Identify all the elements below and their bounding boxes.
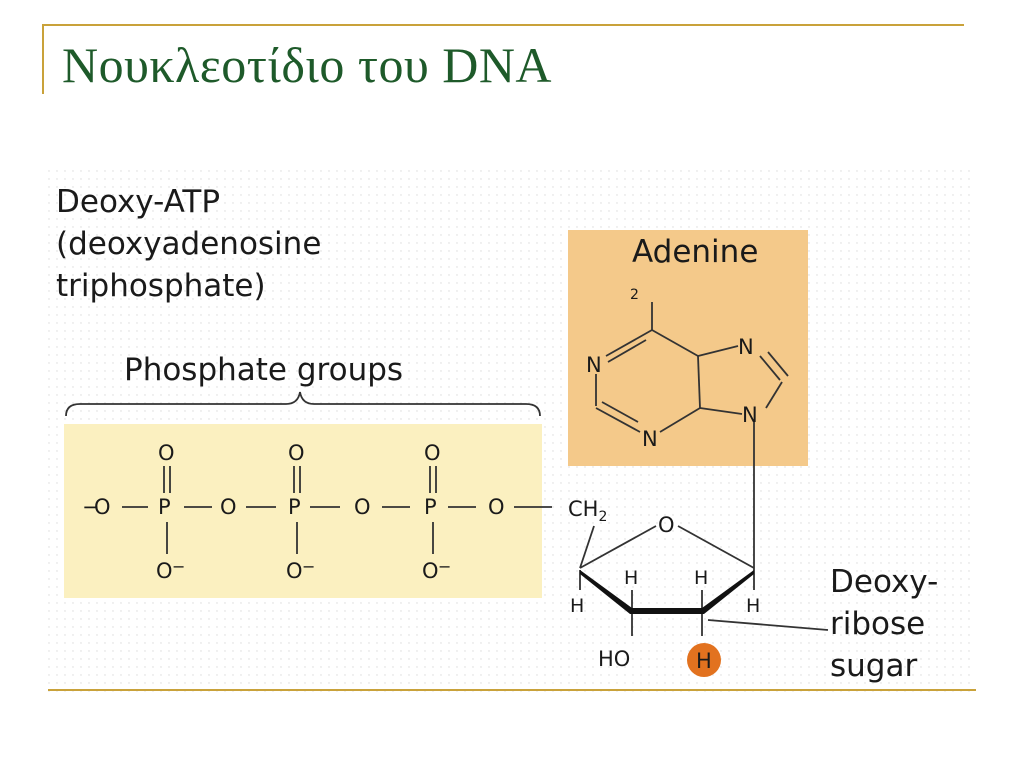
terminal-oxygen-charge: − xyxy=(82,495,100,519)
nitrogen-n7: N xyxy=(738,335,754,359)
anion-oxygen-3: O xyxy=(422,559,439,583)
molecule-label-line2: (deoxyadenosine xyxy=(56,226,321,262)
h-c3: H xyxy=(624,567,638,589)
h-c1: H xyxy=(746,595,760,617)
bridge-oxygen-2: O xyxy=(354,495,371,519)
anion-charge-3: − xyxy=(438,557,451,576)
nitrogen-n3: N xyxy=(642,427,658,451)
bridge-oxygen-3: O xyxy=(488,495,505,519)
bridge-oxygen-1: O xyxy=(220,495,237,519)
slide-title: Νουκλεοτίδιο του DNA xyxy=(62,37,553,93)
nitrogen-n9: N xyxy=(742,403,758,427)
deoxy-hydrogen-highlight xyxy=(687,643,721,677)
deoxy-hydrogen: H xyxy=(696,649,712,673)
phosphate-atoms: − O P O P O P O O O O O − O − O − xyxy=(82,441,505,583)
phosphate-bonds xyxy=(122,466,552,554)
phosphate-highlight xyxy=(64,424,542,598)
hydroxyl-group: HO xyxy=(598,647,630,671)
molecule-label-line3: triphosphate) xyxy=(56,268,266,304)
sugar-hydrogens: H H H H xyxy=(570,567,760,617)
adenine-highlight xyxy=(568,230,808,466)
h-c4: H xyxy=(570,595,584,617)
molecule-label-line1: Deoxy-ATP xyxy=(56,184,220,220)
phosphate-bracket xyxy=(65,391,541,417)
nitrogen-n1: N xyxy=(586,353,602,377)
phosphorus-3: P xyxy=(424,495,437,519)
sugar-label-line2: ribose xyxy=(830,606,925,642)
anion-oxygen-1: O xyxy=(156,559,173,583)
ring-oxygen: O xyxy=(658,513,675,537)
sugar-label-line3: sugar xyxy=(830,648,917,684)
h-c2: H xyxy=(694,567,708,589)
title-rule-left xyxy=(42,24,44,94)
nh2-group: 2 xyxy=(630,287,639,303)
double-oxygen-2: O xyxy=(288,441,305,465)
adenine-ring-bonds xyxy=(595,302,789,570)
nucleotide-diagram: Deoxy-ATP (deoxyadenosine triphosphate) … xyxy=(48,170,976,694)
title-rule-top xyxy=(42,24,964,26)
adenine-nitrogens: N N N N xyxy=(586,335,758,451)
adenine-label: Adenine xyxy=(632,234,758,270)
double-oxygen-1: O xyxy=(158,441,175,465)
anion-charge-1: − xyxy=(172,557,185,576)
phosphorus-2: P xyxy=(288,495,301,519)
sugar-ring-front-edge xyxy=(580,570,754,614)
ch2-group: CH2 xyxy=(568,497,607,525)
phosphate-groups-label: Phosphate groups xyxy=(124,352,403,388)
sugar-label-line1: Deoxy- xyxy=(830,564,938,600)
double-oxygen-3: O xyxy=(424,441,441,465)
anion-charge-2: − xyxy=(302,557,315,576)
anion-oxygen-2: O xyxy=(286,559,303,583)
terminal-oxygen: O xyxy=(94,495,111,519)
phosphorus-1: P xyxy=(158,495,171,519)
